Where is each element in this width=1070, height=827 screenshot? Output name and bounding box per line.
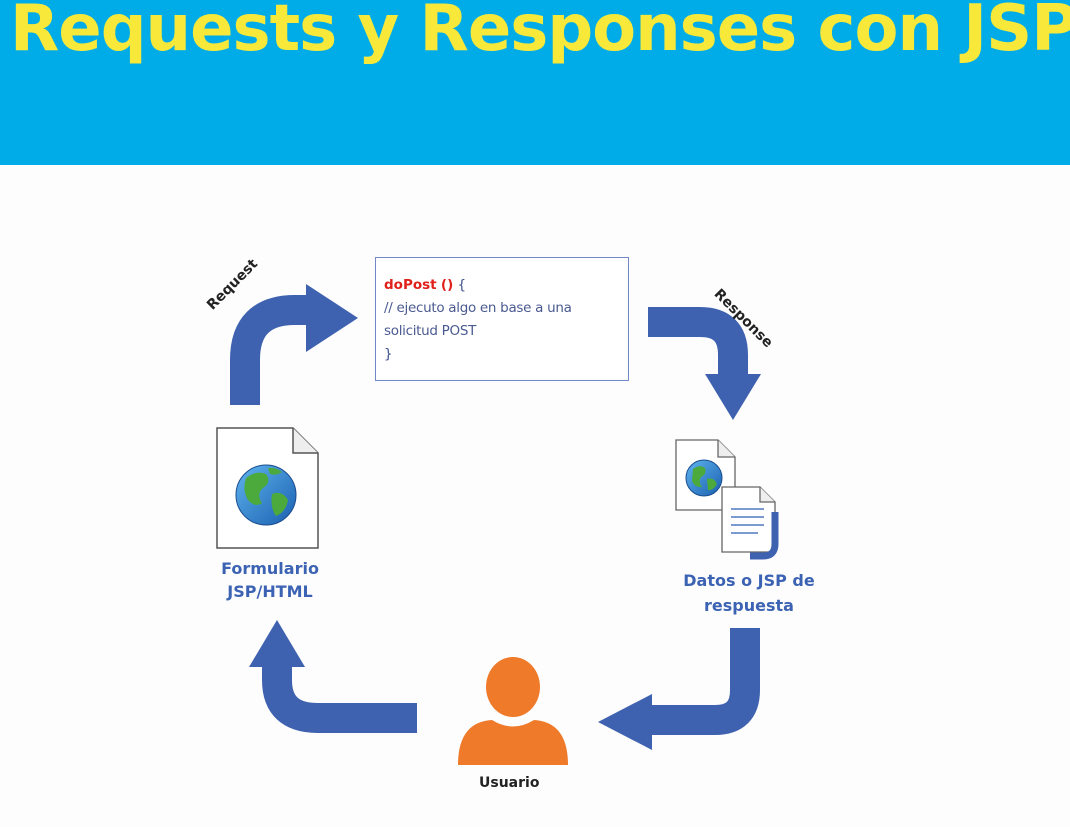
close-brace: }: [384, 346, 393, 362]
response-doc-label-line2: respuesta: [704, 596, 794, 615]
return-arrow-icon: [598, 628, 760, 750]
user-icon: [458, 657, 568, 765]
method-parens: (): [440, 277, 454, 293]
open-brace: {: [457, 277, 467, 293]
user-label: Usuario: [479, 775, 540, 791]
web-page-globe-icon: [216, 427, 319, 549]
code-comment-line2: solicitud POST: [384, 323, 477, 339]
form-label-line2: JSP/HTML: [227, 582, 313, 601]
response-doc-label-line1: Datos o JSP de: [683, 571, 815, 590]
code-box: doPost () { // ejecuto algo en base a un…: [375, 257, 629, 381]
response-doc-label: Datos o JSP de respuesta: [664, 568, 834, 618]
slide-title: Requests y Responses con JSP: [10, 0, 1070, 66]
response-documents-icon: [675, 439, 779, 560]
request-arrow-icon: [230, 284, 358, 405]
method-name: doPost: [384, 277, 437, 293]
form-label-line1: Formulario: [221, 559, 319, 578]
response-arrow-icon: [648, 307, 761, 420]
user-to-form-arrow-icon: [249, 620, 417, 733]
code-comment-line1: // ejecuto algo en base a una: [384, 300, 572, 316]
form-label: Formulario JSP/HTML: [195, 557, 345, 603]
title-banner: Requests y Responses con JSP: [0, 0, 1070, 165]
